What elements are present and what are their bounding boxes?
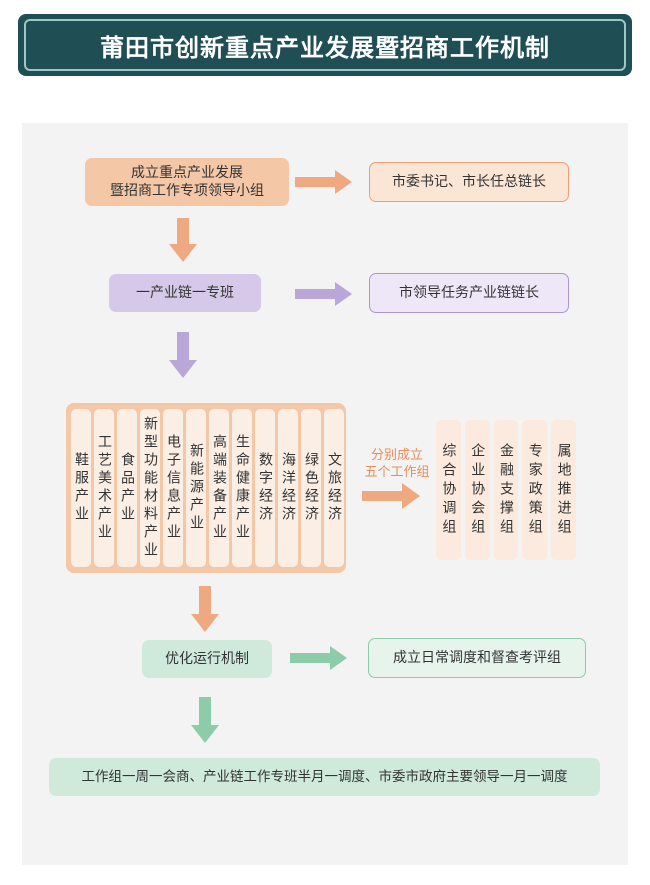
industry-column: 海洋经济 [278,409,298,567]
industries-block: 鞋服产业工艺美术产业食品产业新型功能材料产业电子信息产业新能源产业高端装备产业生… [66,403,346,573]
work-group-column: 企业协会组 [464,420,490,560]
arrow-down-step4 [191,697,219,743]
industry-column: 工艺美术产业 [94,409,114,567]
split-note: 分别成立 五个工作组 [357,447,437,481]
industry-column: 数字经济 [255,409,275,567]
arrow-down-industries [191,586,219,632]
supervision-group-box: 成立日常调度和督查考评组 [368,638,586,678]
city-leader-chain-box: 市领导任务产业链链长 [369,273,569,313]
leadership-group-line2: 暨招商工作专项领导小组 [110,183,264,199]
arrow-right-step1 [295,170,352,194]
arrow-right-step4 [290,646,347,670]
industry-column: 文旅经济 [324,409,344,567]
industry-column: 新型功能材料产业 [140,409,160,567]
split-note-line1: 分别成立 [370,448,423,463]
optimize-mechanism-box: 优化运行机制 [142,640,272,678]
meeting-schedule-box: 工作组一周一会商、产业链工作专班半月一调度、市委市政府主要领导一月一调度 [49,758,600,796]
work-group-column: 属地推进组 [551,420,576,560]
arrow-down-step1 [169,218,197,262]
leadership-group-box: 成立重点产业发展 暨招商工作专项领导小组 [85,158,289,206]
industries-row: 鞋服产业工艺美术产业食品产业新型功能材料产业电子信息产业新能源产业高端装备产业生… [71,409,344,567]
industry-column: 高端装备产业 [209,409,229,567]
work-group-column: 专家政策组 [522,420,548,560]
industry-chain-task-force-box: 一产业链一专班 [109,274,261,312]
work-group-column: 综合协调组 [436,420,461,560]
arrow-right-step2 [295,282,352,306]
page-title: 莆田市创新重点产业发展暨招商工作机制 [24,19,626,71]
title-banner [18,14,632,76]
chief-chain-leader-box: 市委书记、市长任总链长 [369,162,569,202]
work-groups-row: 综合协调组企业协会组金融支撑组专家政策组属地推进组 [436,420,576,560]
industry-column: 电子信息产业 [163,409,183,567]
leadership-group-line1: 成立重点产业发展 [131,165,243,181]
industry-column: 食品产业 [117,409,137,567]
industry-column: 鞋服产业 [71,409,91,567]
arrow-down-step2 [169,332,197,378]
work-group-column: 金融支撑组 [493,420,519,560]
split-note-line2: 五个工作组 [364,465,430,480]
industry-column: 生命健康产业 [232,409,252,567]
industry-column: 绿色经济 [301,409,321,567]
arrow-right-industries [362,483,420,509]
industry-column: 新能源产业 [186,409,206,567]
